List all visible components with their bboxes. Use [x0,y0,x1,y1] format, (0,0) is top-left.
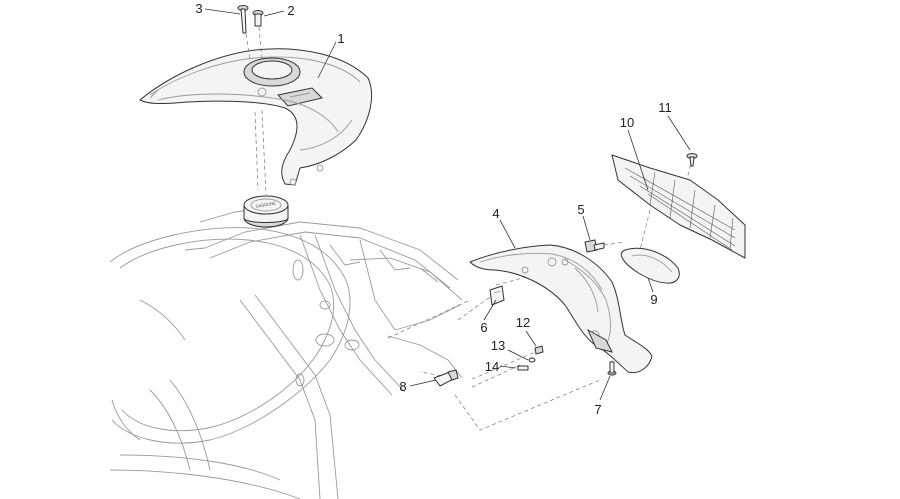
callout-6: 6 [480,320,487,335]
washer-13 [528,357,536,363]
nut-12 [534,345,544,355]
callout-4: 4 [492,206,499,221]
callout-13: 13 [491,338,505,353]
callout-2: 2 [287,3,294,18]
screw-5 [584,239,605,253]
callout-labels: 1 2 3 4 5 6 7 8 9 10 11 12 13 14 [195,1,671,417]
screw-2 [252,10,264,27]
callout-9: 9 [650,292,657,307]
callout-3: 3 [195,1,202,16]
license-plate [611,154,746,259]
screw-7 [607,361,617,376]
reflector [620,247,680,284]
callout-8: 8 [399,379,406,394]
callout-7: 7 [594,402,601,417]
callout-12: 12 [516,315,530,330]
bracket-8 [433,369,459,387]
callout-5: 5 [577,202,584,217]
callout-14: 14 [485,359,499,374]
clip-6 [489,285,505,306]
callout-10: 10 [620,115,634,130]
screw-11 [686,153,698,167]
leader-lines [204,8,691,401]
license-plate-holder [469,244,653,374]
callout-11: 11 [658,100,672,115]
callout-1: 1 [337,31,344,46]
fuel-cap-marking: GASOLINE [255,200,276,209]
fuel-cap: GASOLINE [243,195,289,228]
screw-3 [237,5,249,34]
rear-tank-cover [139,48,373,186]
pin-14 [517,365,529,371]
scooter-frame [109,209,463,499]
